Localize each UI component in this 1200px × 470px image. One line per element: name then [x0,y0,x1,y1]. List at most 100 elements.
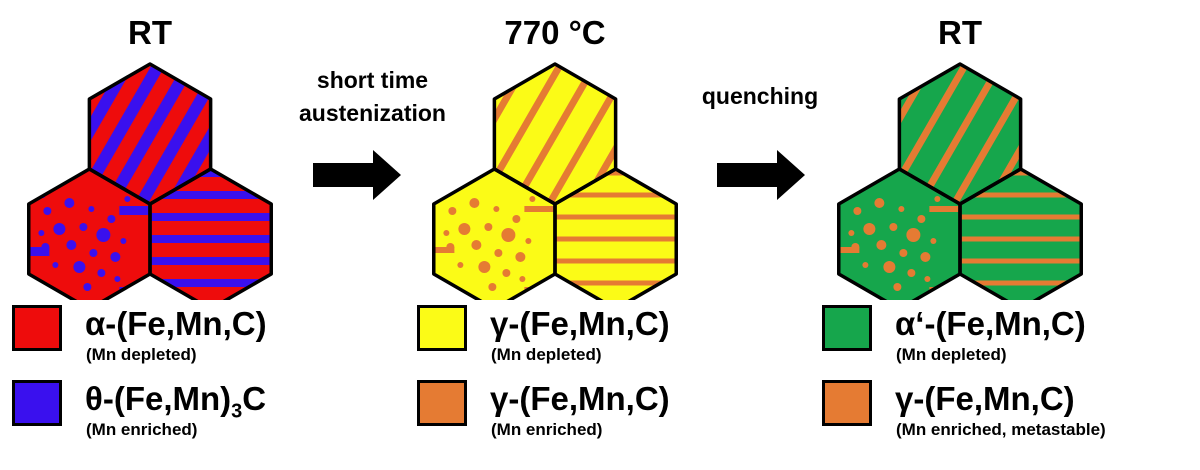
legend-label-text: γ-(Fe,Mn,C) [490,380,670,417]
particle [874,198,885,208]
particle [88,206,95,212]
lamella-stripe [150,191,272,199]
lamella-stripe [960,258,1082,264]
edge-lamella [28,247,50,256]
legend-label: γ-(Fe,Mn,C) [895,380,1075,418]
particle [89,249,98,257]
lamella-stripe [555,236,677,242]
panel-title: RT [128,14,172,51]
lamella-stripe [810,44,893,165]
particle [448,207,457,215]
legend-swatch [12,305,62,351]
step-label-line1: quenching [701,83,819,109]
particle [457,262,464,268]
particle [889,223,898,231]
legend-label-subscript: 3 [231,400,243,423]
particle [920,252,931,262]
edge-lamella [929,206,960,212]
particle [848,230,855,236]
lamella-stripe [948,64,1021,204]
panel-title: RT [938,14,982,51]
particle [906,228,921,242]
grain-structure [27,62,273,300]
particle [898,206,905,212]
particle [114,276,121,282]
particle [917,215,926,223]
legend-label-text: α-(Fe,Mn,C) [85,305,267,342]
particle [469,198,480,208]
particle [930,238,937,244]
particle [488,283,497,291]
lamella-stripe [89,64,99,174]
particle [124,196,131,202]
particle [934,196,941,202]
lamella-stripe [494,64,567,204]
legend-swatch [417,380,467,426]
lamella-stripe [960,192,1082,198]
process-step-austenization: short time austenization [280,66,465,206]
legend-note: (Mn enriched) [491,420,603,439]
legend-item-matrix: γ-(Fe,Mn,C) (Mn depleted) [417,305,807,377]
edge-lamella [119,206,150,215]
edge-lamella [433,247,455,253]
legend-note: (Mn depleted) [896,345,1007,364]
legend-label: α-(Fe,Mn,C) [85,305,267,343]
lamella-stripe [960,170,1082,176]
particle [120,238,127,244]
step-label-line1: short time [316,67,429,93]
legend-swatch [822,380,872,426]
particle [96,228,111,242]
particle [493,206,500,212]
legend-label: α‘-(Fe,Mn,C) [895,305,1086,343]
edge-lamella [433,189,450,195]
process-step-quenching: quenching [680,82,840,206]
step-label-line2: austenization [299,100,446,126]
lamella-stripe [555,214,677,220]
lamella-stripe [150,257,272,265]
particle [38,230,45,236]
particle [471,240,482,250]
particle [494,249,503,257]
legend-item-phase: γ-(Fe,Mn,C) (Mn enriched, metastable) [822,380,1200,452]
lamella-stripe [543,64,616,204]
lamella-stripe [405,44,488,165]
legend-item-matrix: α‘-(Fe,Mn,C) (Mn depleted) [822,305,1200,377]
grain-boundary [553,167,678,300]
lamella-stripe [150,213,272,221]
legend-item-matrix: α-(Fe,Mn,C) (Mn depleted) [12,305,402,377]
lamella-stripe [89,64,169,204]
particle [876,240,887,250]
lamella-stripe [555,170,677,176]
particle [502,269,511,277]
particle [53,223,66,235]
panel-rt-quenched: RT α‘-(Fe,Mn,C) (Mn depleted) γ-(Fe,Mn,C… [810,0,1200,470]
particle [97,269,106,277]
particle [862,262,869,268]
edge-lamella [838,247,860,253]
particle [515,252,526,262]
particle [924,276,931,282]
legend-label-text: α‘-(Fe,Mn,C) [895,305,1086,342]
lamella-stripe [960,236,1082,242]
particle [43,207,52,215]
legend-label-text: γ-(Fe,Mn,C) [490,305,670,342]
legend-label-text: γ-(Fe,Mn,C) [895,380,1075,417]
lamella-stripe [960,280,1082,286]
particle [107,215,116,223]
particle [529,196,536,202]
legend-label-tail: C [242,380,267,417]
particle [883,261,896,273]
particle [501,228,516,242]
particle [83,283,92,291]
particle [478,261,491,273]
particle [907,269,916,277]
lamella-stripe [555,192,677,198]
panel-770c: 770 °C γ-(Fe,Mn,C) (Mn depleted) γ-(Fe,M… [405,0,805,470]
lamella-stripe [150,279,272,287]
particle [110,252,121,262]
lamella-stripe [150,169,272,177]
particle [484,223,493,231]
legend-note: (Mn enriched) [86,420,198,439]
particle [79,223,88,231]
grain-boundary [958,167,1083,300]
